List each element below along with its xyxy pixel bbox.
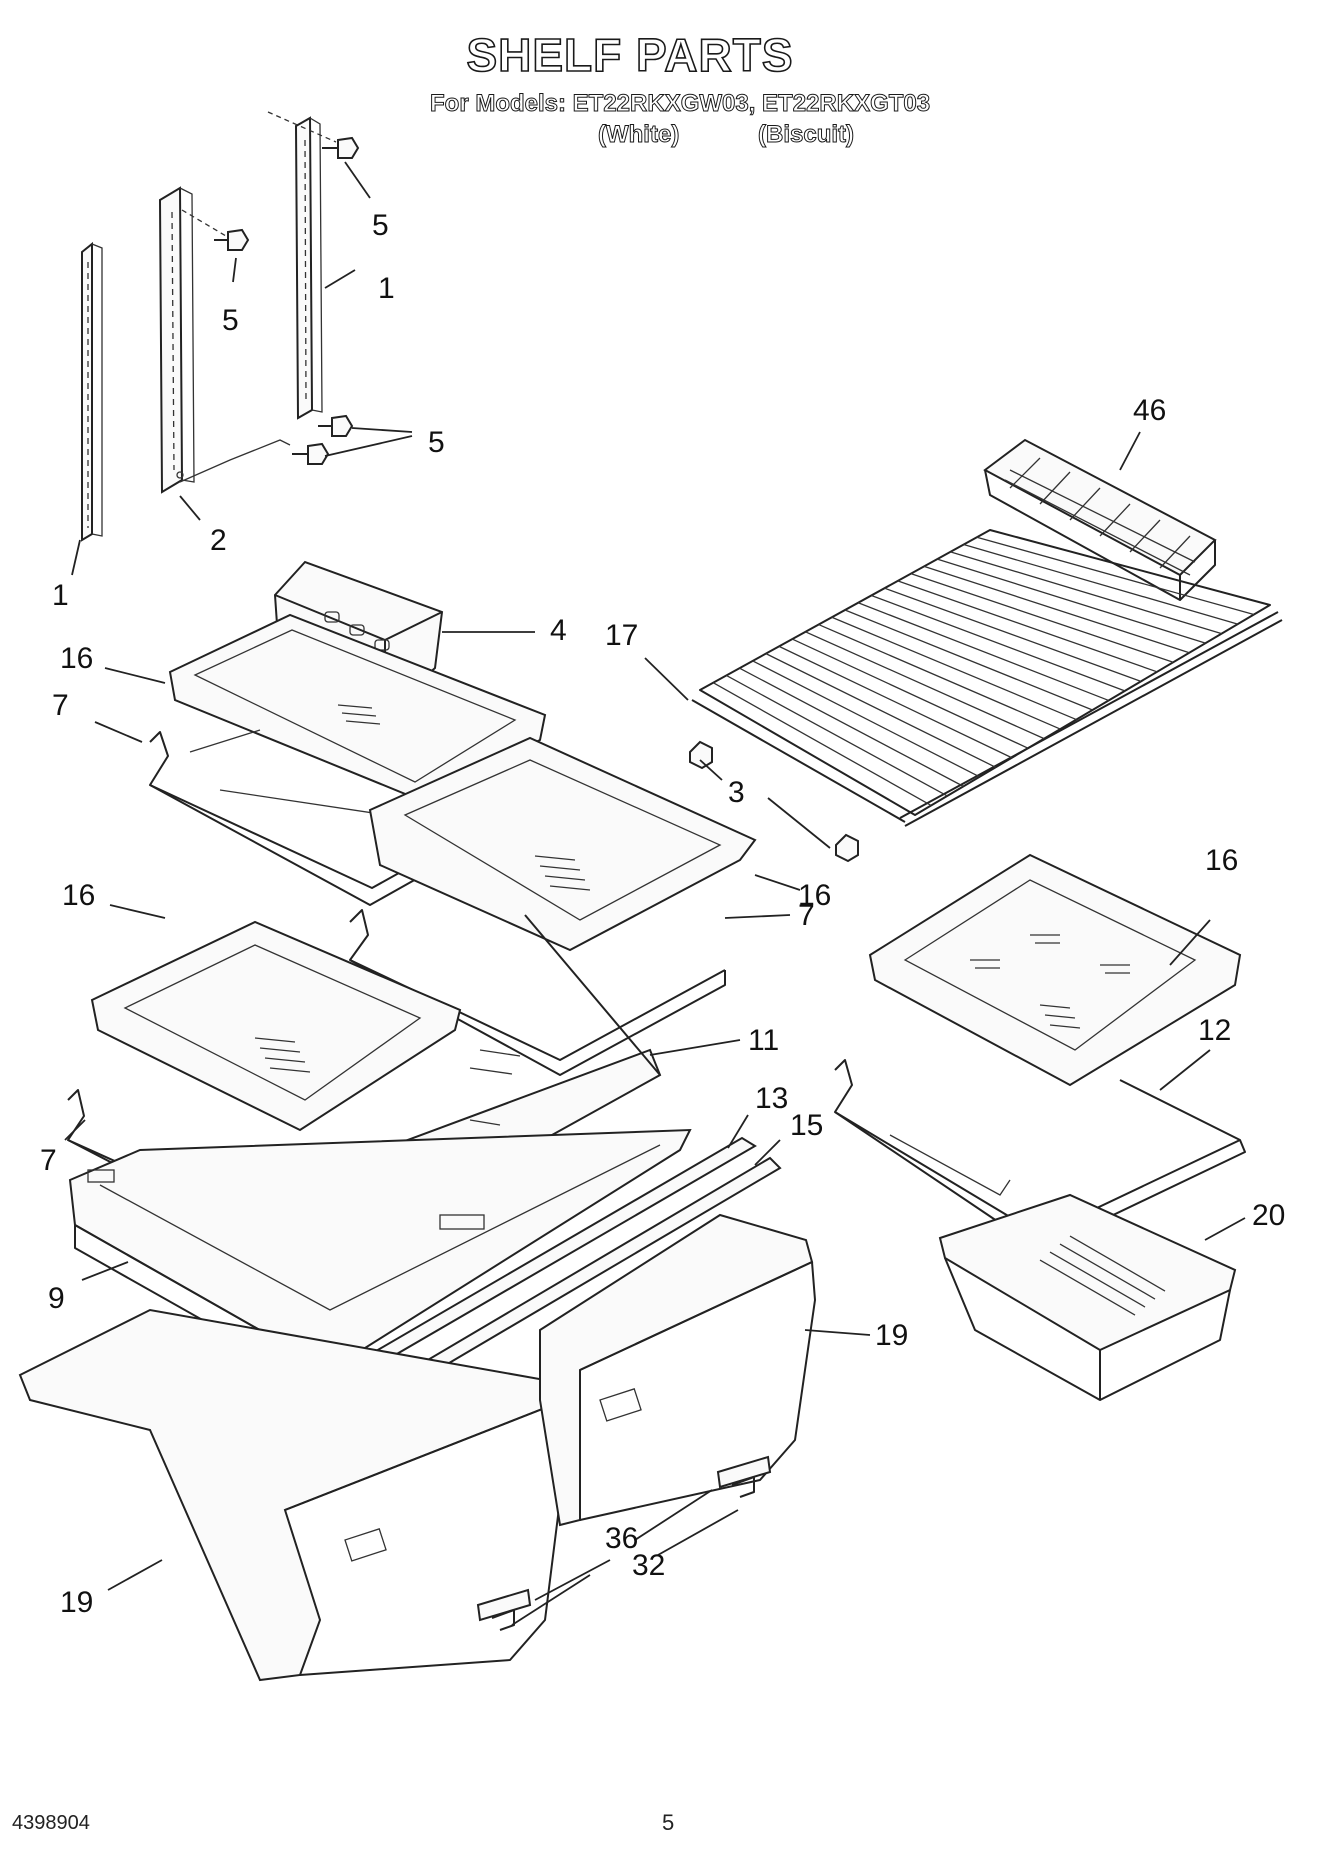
glass-shelf-lower-left xyxy=(90,920,462,1132)
callout-label: 7 xyxy=(52,689,69,722)
callout-label: 13 xyxy=(755,1082,788,1115)
wire-rung xyxy=(765,653,996,768)
callout-label: 7 xyxy=(40,1144,57,1177)
callout-label: 16 xyxy=(1205,844,1238,877)
callout-label: 16 xyxy=(60,642,93,675)
callout-label: 46 xyxy=(1133,394,1166,427)
callout-label: 19 xyxy=(875,1319,908,1352)
callout-label: 5 xyxy=(372,209,389,242)
wire-rung xyxy=(791,638,1029,749)
callout-label: 16 xyxy=(62,879,95,912)
callout-label: 7 xyxy=(798,899,815,932)
wire-rung xyxy=(739,667,964,787)
wire-rung xyxy=(818,623,1061,730)
crisper-drawer-left xyxy=(18,1308,566,1682)
variant-white: (White) xyxy=(597,121,680,149)
glass-shelf-right xyxy=(868,853,1242,1087)
callout-label: 12 xyxy=(1198,1014,1231,1047)
callout-label: 5 xyxy=(222,304,239,337)
callout-label: 32 xyxy=(632,1549,665,1582)
wire-rung xyxy=(712,682,932,807)
wire-rung xyxy=(884,587,1142,682)
callout-label: 2 xyxy=(210,524,227,557)
wire-rung xyxy=(897,580,1158,673)
screw-bottom-a xyxy=(318,414,354,437)
callout-label: 9 xyxy=(48,1282,65,1315)
wire-rung xyxy=(805,631,1045,740)
shelf-rail-left xyxy=(81,241,103,542)
wire-rung xyxy=(726,674,948,797)
shelf-rail-right xyxy=(294,116,323,420)
callout-label: 17 xyxy=(605,619,638,652)
wire-rung xyxy=(910,573,1174,663)
wire-rung xyxy=(857,602,1109,702)
wire-rung xyxy=(937,558,1206,644)
wire-rung xyxy=(963,543,1238,625)
wire-rung xyxy=(950,551,1222,635)
wire-shelf xyxy=(691,529,1283,827)
variant-biscuit: (Biscuit) xyxy=(758,121,855,149)
ice-cube-tray xyxy=(983,438,1217,601)
callout-label: 16 xyxy=(798,879,831,912)
callout-label: 5 xyxy=(428,426,445,459)
glass-shelf-middle xyxy=(368,736,757,952)
wire-rung xyxy=(752,660,980,778)
callout-label: 15 xyxy=(790,1109,823,1142)
callout-label: 11 xyxy=(748,1024,779,1057)
shelf-rail-center xyxy=(158,186,195,494)
screw-middle xyxy=(181,209,250,251)
glass-shelf-upper-left xyxy=(168,613,547,802)
screw-bottom-b xyxy=(179,439,330,483)
screw-top-right xyxy=(267,111,360,159)
callout-numbers: 5 1 5 5 2 1 46 4 16 17 7 3 16 16 16 7 11… xyxy=(40,209,1285,1619)
callout-label: 19 xyxy=(60,1586,93,1619)
callout-label: 1 xyxy=(378,272,395,305)
document-number: 4398904 xyxy=(12,1812,90,1834)
wire-rung xyxy=(844,609,1093,711)
wire-rung xyxy=(778,645,1013,759)
wire-rung xyxy=(976,536,1255,616)
wire-rung xyxy=(871,594,1126,692)
meat-drawer xyxy=(938,1193,1237,1401)
models-line: For Models: ET22RKXGW03, ET22RKXGT03 xyxy=(429,90,931,118)
page-number: 5 xyxy=(662,1810,675,1835)
callout-label: 3 xyxy=(728,776,745,809)
leader-lines xyxy=(64,161,1246,1626)
callout-label: 1 xyxy=(52,579,69,612)
wire-rung xyxy=(923,565,1190,654)
shelf-support-pegs xyxy=(689,740,859,863)
shelf-frame-right xyxy=(834,1059,1246,1251)
callout-label: 20 xyxy=(1252,1199,1285,1232)
page-title: SHELF PARTS xyxy=(466,28,794,82)
callout-label: 4 xyxy=(550,614,567,647)
wire-rung xyxy=(831,616,1077,721)
callout-label: 36 xyxy=(605,1522,638,1555)
crisper-drawer-right xyxy=(539,1213,816,1527)
